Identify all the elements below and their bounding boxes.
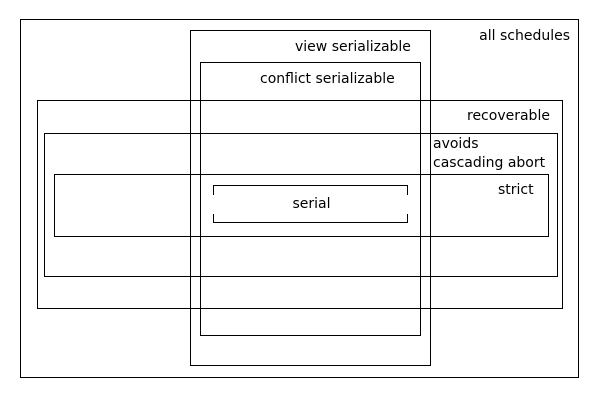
region-label-all-schedules: all schedules [478,27,571,46]
region-box-view-serializable [190,30,431,366]
region-label-avoids-cascading-abort-line1: avoids [432,135,480,154]
region-label-avoids-cascading-abort-line2: cascading abort [432,154,547,173]
region-box-all-schedules [20,19,579,378]
region-label-conflict-serializable: conflict serializable [259,70,396,89]
region-box-recoverable [37,100,563,309]
region-label-recoverable: recoverable [466,107,551,126]
region-box-avoids-cascading-abort [44,133,558,277]
region-label-strict: strict [497,181,535,200]
region-box-strict [54,174,549,237]
region-label-serial: serial [213,195,410,214]
region-box-conflict-serializable [200,62,421,336]
region-label-view-serializable: view serializable [294,38,412,57]
